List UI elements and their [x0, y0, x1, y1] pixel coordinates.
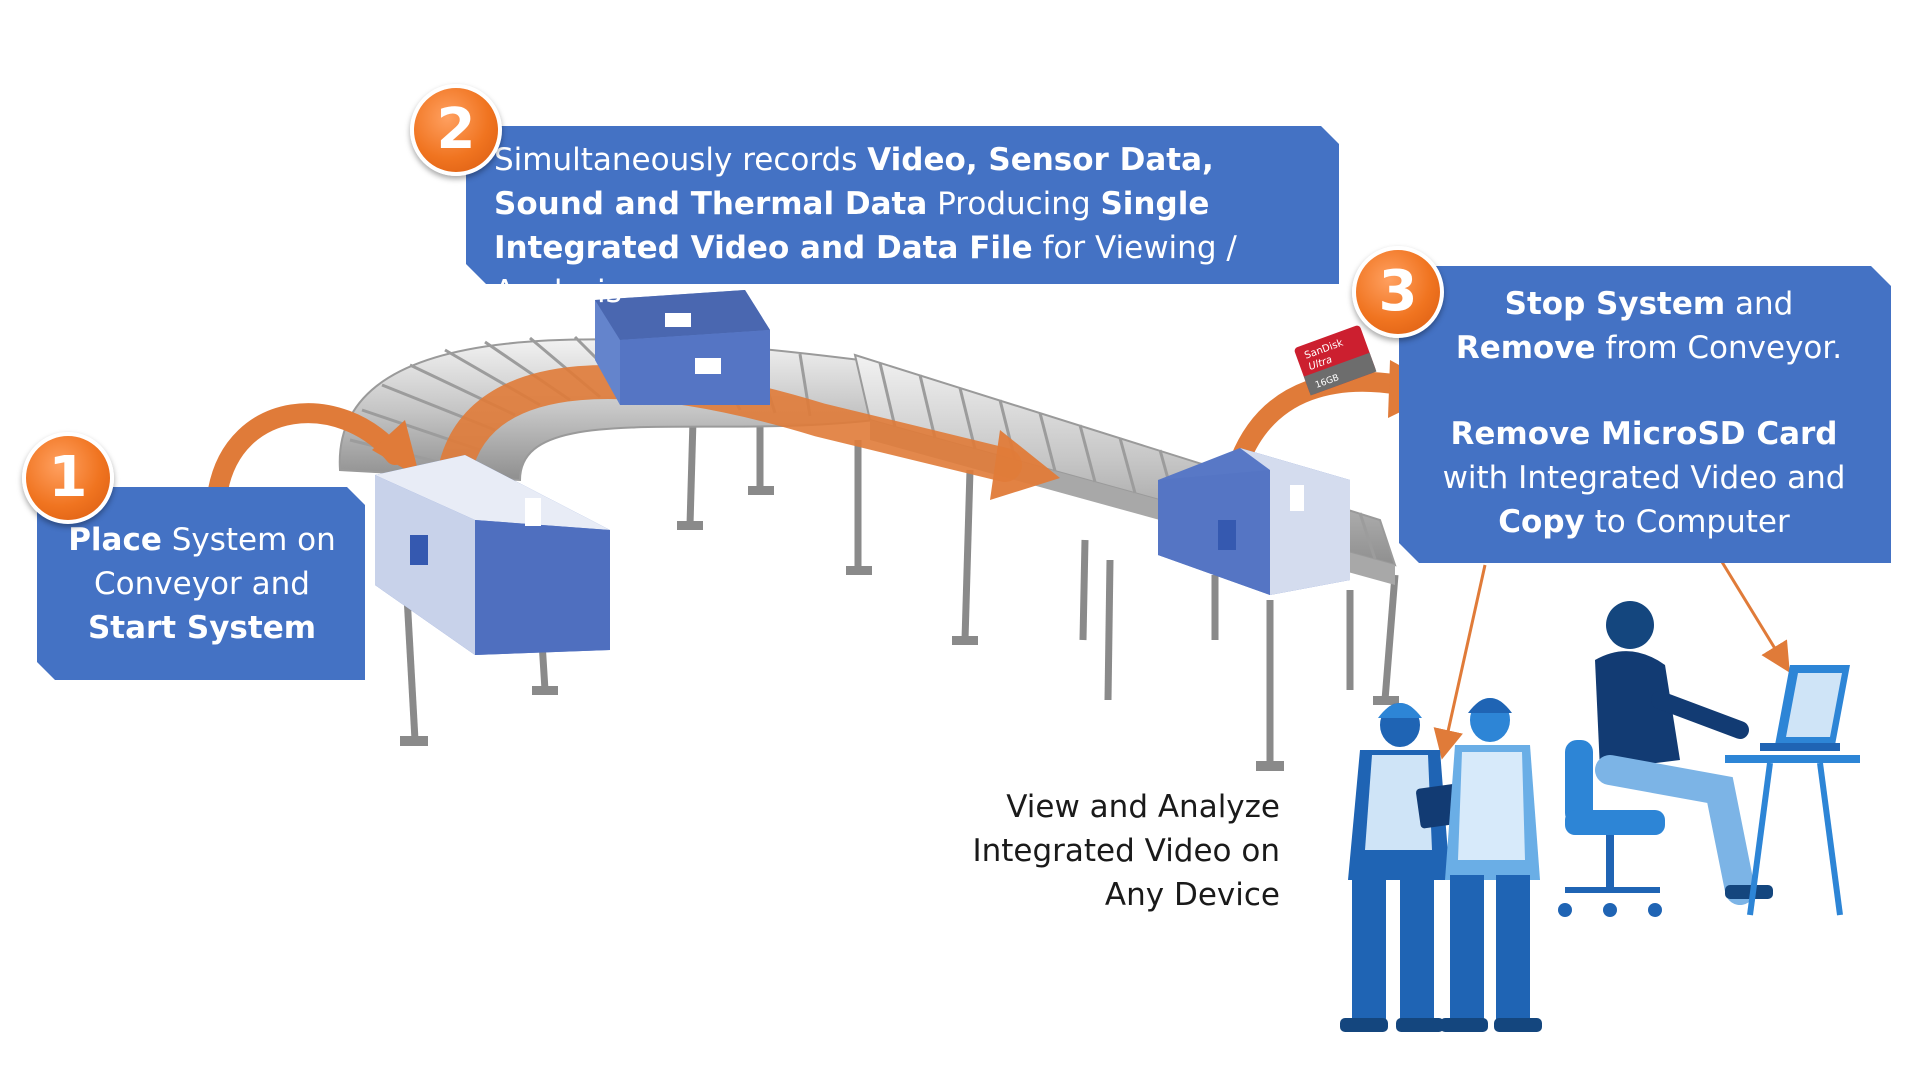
step-text-bold-run: Remove	[1455, 330, 1596, 366]
step-text-run: with Integrated Video and	[1442, 460, 1846, 496]
step-text-bold-run: Place	[68, 522, 162, 558]
step-text-run: System on Conveyor and	[94, 522, 336, 602]
arrow-to-tablet	[1433, 564, 1487, 760]
system-box-recording	[595, 290, 770, 405]
step-text-bold-run: Video, Sensor Data, Sound and Thermal Da…	[494, 142, 1214, 222]
desk-laptop	[1725, 665, 1860, 916]
system-box-start	[375, 455, 610, 655]
step-3-box: Stop System and Remove from Conveyor. Re…	[1399, 266, 1891, 563]
worker-right-figure	[1440, 698, 1542, 1032]
step-2-badge: 2	[410, 84, 502, 176]
step-text-run: from Conveyor.	[1595, 330, 1843, 366]
step-text-bold-run: Single Integrated Video and Data File	[494, 186, 1210, 266]
step-3-text-b: Remove MicroSD Card with Integrated Vide…	[1419, 412, 1869, 544]
system-box-end	[1158, 448, 1350, 595]
step-1-text: Place System on Conveyor and Start Syste…	[57, 518, 347, 650]
arrow-to-laptop	[1720, 561, 1790, 673]
step-1-box-shape	[37, 487, 365, 680]
step-2-box: Simultaneously records Video, Sensor Dat…	[466, 126, 1339, 310]
step-3-text-a: Stop System and Remove from Conveyor.	[1439, 282, 1859, 370]
microsd-card-icon: SanDisk Ultra 16GB	[1294, 325, 1377, 396]
step-3-box-shape	[1399, 266, 1891, 563]
step-text-bold-run: Stop System	[1504, 286, 1726, 322]
step-text-bold-run: Copy	[1498, 504, 1585, 540]
step-text-bold-run: Remove MicroSD Card	[1450, 416, 1838, 452]
step-text-bold-run: Start System	[87, 610, 317, 646]
conveyor-legs	[401, 400, 1399, 765]
step-text-run: and	[1725, 286, 1794, 322]
conveyor-feet	[400, 486, 1399, 771]
worker-left-figure	[1340, 703, 1450, 1032]
step-text-run: for Viewing / Analysis	[494, 230, 1237, 310]
step-3-badge: 3	[1352, 246, 1444, 338]
analyze-caption: View and Analyze Integrated Video on Any…	[972, 789, 1280, 913]
step-text-run: Simultaneously records	[494, 142, 868, 178]
seated-person-figure	[1558, 601, 1773, 917]
place-arrow	[208, 403, 405, 500]
step-1-box: Place System on Conveyor and Start Syste…	[37, 487, 365, 680]
remove-arrow	[1230, 371, 1410, 470]
conveyor-flow-arrow	[438, 365, 1022, 487]
step-2-text: Simultaneously records Video, Sensor Dat…	[494, 138, 1324, 314]
step-1-badge: 1	[22, 432, 114, 524]
step-2-box-shape	[466, 126, 1339, 284]
step-text-run: Producing	[927, 186, 1101, 222]
step-text-run: to Computer	[1584, 504, 1790, 540]
